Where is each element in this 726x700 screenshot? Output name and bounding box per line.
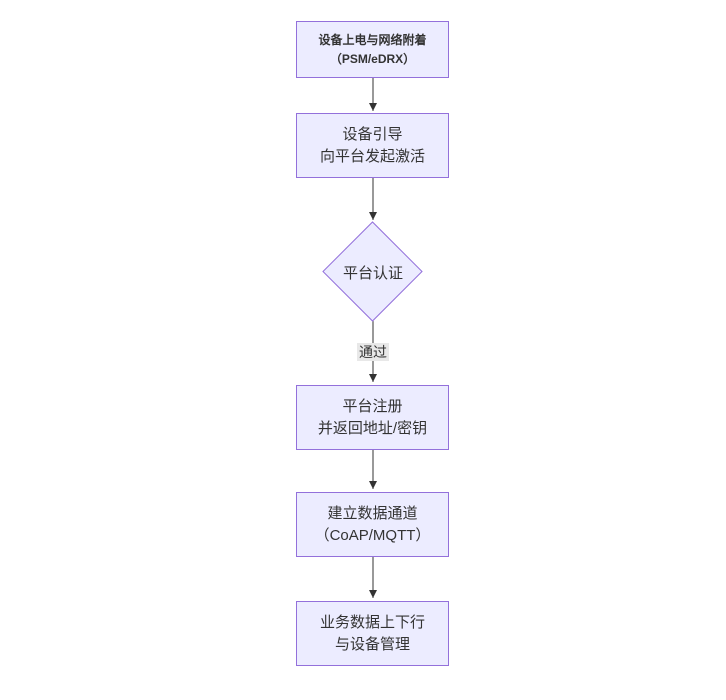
node-bootstrap: 设备引导 向平台发起激活 <box>296 113 449 178</box>
node-register: 平台注册 并返回地址/密钥 <box>296 385 449 450</box>
node-power-attach-label: 设备上电与网络附着 （PSM/eDRX） <box>318 32 427 66</box>
node-business-data-label: 业务数据上下行 与设备管理 <box>319 613 425 653</box>
node-bootstrap-label: 设备引导 向平台发起激活 <box>319 125 425 165</box>
node-platform-auth: 平台认证 <box>322 221 423 322</box>
edge-label-pass: 通过 <box>357 343 389 361</box>
node-platform-auth-label: 平台认证 <box>342 264 403 282</box>
node-business-data: 业务数据上下行 与设备管理 <box>296 601 449 666</box>
node-data-channel: 建立数据通道 （CoAP/MQTT） <box>296 492 449 557</box>
node-register-label: 平台注册 并返回地址/密钥 <box>317 397 428 437</box>
node-power-attach: 设备上电与网络附着 （PSM/eDRX） <box>296 21 449 78</box>
node-data-channel-label: 建立数据通道 （CoAP/MQTT） <box>314 504 431 544</box>
